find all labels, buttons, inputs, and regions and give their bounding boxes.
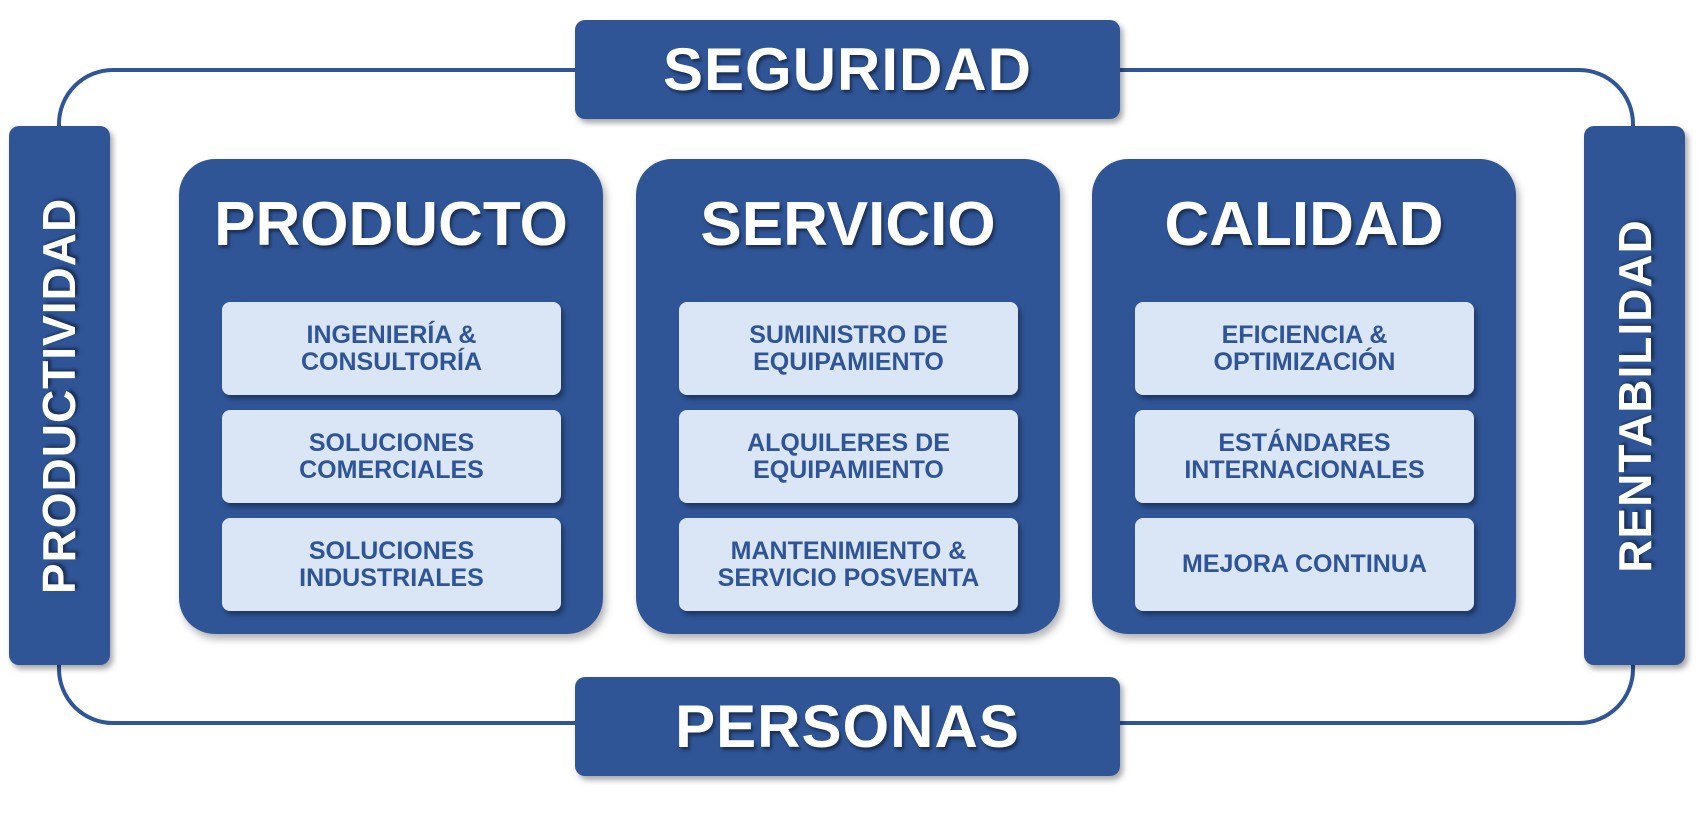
list-item: MEJORA CONTINUA [1135,518,1474,611]
band-seguridad: SEGURIDAD [575,20,1120,119]
band-label: RENTABILIDAD [1608,218,1661,573]
band-rentabilidad: RENTABILIDAD [1584,126,1685,665]
list-item: EFICIENCIA & OPTIMIZACIÓN [1135,302,1474,395]
list-item: SOLUCIONES INDUSTRIALES [222,518,561,611]
column-title: CALIDAD [1164,190,1444,259]
list-item: ALQUILERES DE EQUIPAMIENTO [679,410,1018,503]
column-title: PRODUCTO [214,190,568,259]
column-title: SERVICIO [700,190,996,259]
band-personas: PERSONAS [575,677,1120,776]
list-item: SUMINISTRO DE EQUIPAMIENTO [679,302,1018,395]
column-producto: PRODUCTO INGENIERÍA & CONSULTORÍA SOLUCI… [179,159,603,634]
band-productividad: PRODUCTIVIDAD [9,126,110,665]
band-label: PERSONAS [675,693,1020,760]
column-servicio: SERVICIO SUMINISTRO DE EQUIPAMIENTO ALQU… [636,159,1060,634]
list-item: ESTÁNDARES INTERNACIONALES [1135,410,1474,503]
list-item: INGENIERÍA & CONSULTORÍA [222,302,561,395]
band-label: PRODUCTIVIDAD [33,197,86,594]
list-item: SOLUCIONES COMERCIALES [222,410,561,503]
band-label: SEGURIDAD [662,36,1033,103]
column-calidad: CALIDAD EFICIENCIA & OPTIMIZACIÓN ESTÁND… [1092,159,1516,634]
list-item: MANTENIMIENTO & SERVICIO POSVENTA [679,518,1018,611]
